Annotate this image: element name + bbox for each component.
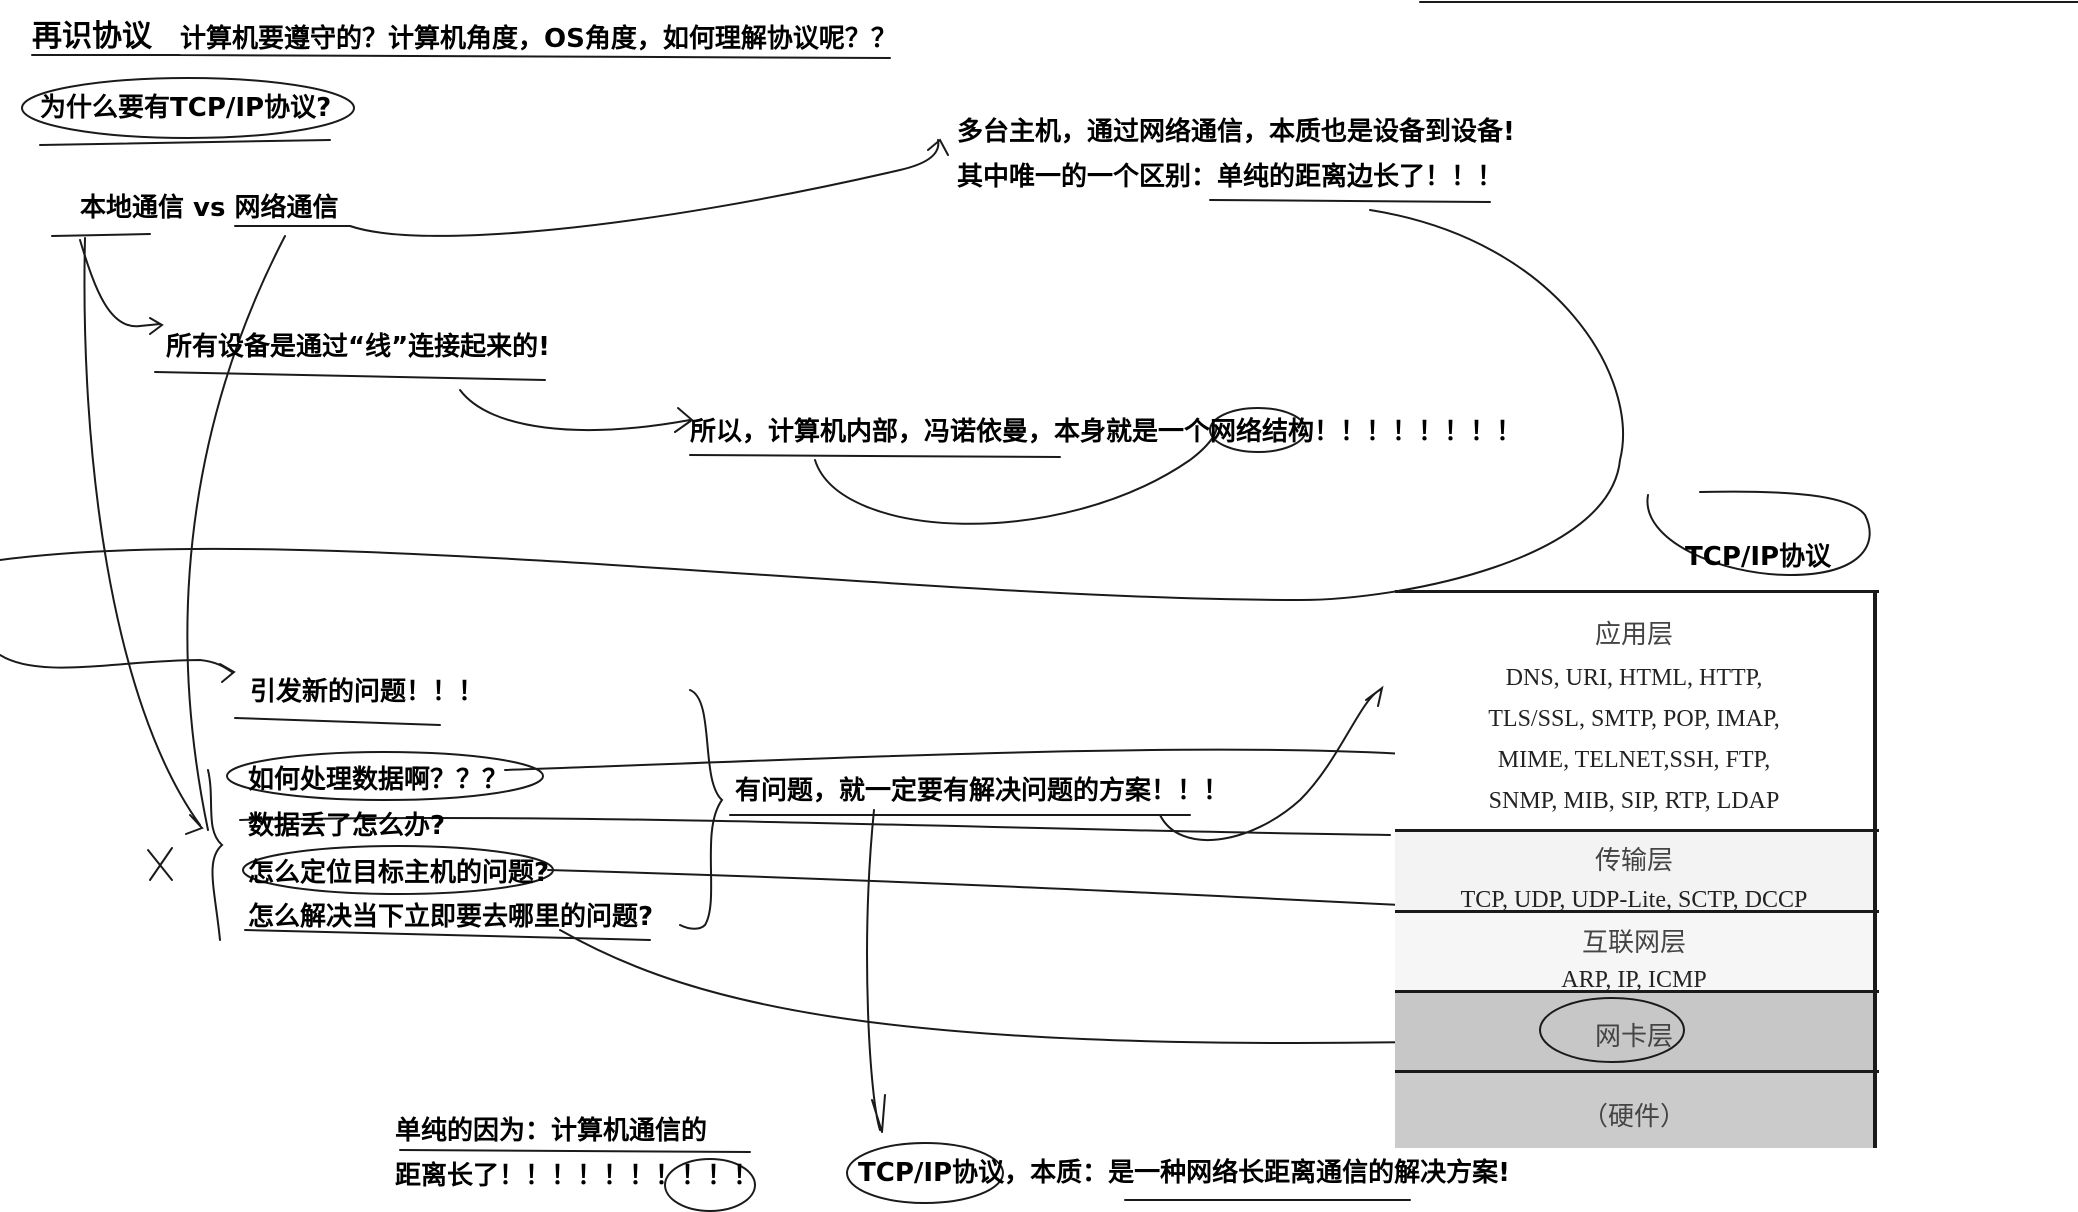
tcpip-layer-stack: 应用层 DNS, URI, HTML, HTTP, TLS/SSL, SMTP,…: [1395, 590, 1879, 1148]
why-question-circle: [21, 77, 355, 139]
application-protocols-3: MIME, TELNET,SSH, FTP,: [1497, 747, 1771, 773]
left-vertical-1: [83, 237, 204, 835]
von-neumann-note: 所以，计算机内部，冯诺依曼，本身就是一个网络结构！！！！！！！！: [690, 417, 1523, 447]
compare-heading: 本地通信 vs 网络通信: [80, 193, 339, 223]
reason-line-2: 距离长了！！！！！！！！！！: [395, 1161, 760, 1191]
page-title: 再识协议: [32, 19, 152, 54]
reason-underline: [399, 1149, 751, 1153]
internet-layer: 互联网层 ARP, IP, ICMP: [1395, 912, 1873, 993]
essence-note: TCP/IP协议，本质：是一种网络长距离通信的解决方案!: [858, 1158, 1510, 1188]
vn-loop: [814, 424, 1218, 525]
why-underline: [39, 139, 331, 146]
new-problems-underline: [234, 717, 441, 726]
solution-to-app-arrow: [1159, 685, 1384, 842]
question-2: 数据丢了怎么办?: [248, 811, 446, 841]
left-vertical-2: [186, 235, 286, 831]
stack-top-border: [1395, 590, 1879, 593]
vn-arrow: [459, 389, 694, 433]
question-3: 怎么定位目标主机的问题?: [248, 858, 550, 888]
nic-layer-circle: [1539, 997, 1685, 1063]
why-question: 为什么要有TCP/IP协议?: [40, 93, 332, 123]
wired-note: 所有设备是通过“线”连接起来的!: [166, 332, 551, 362]
internet-protocols: ARP, IP, ICMP: [1561, 967, 1707, 993]
stack-right-border: [1873, 590, 1877, 1148]
q4-arrow: [559, 929, 1422, 1053]
application-protocols-2: TLS/SSL, SMTP, POP, IMAP,: [1488, 706, 1780, 732]
essence-circle: [846, 1142, 1004, 1204]
solution-note: 有问题，就一定要有解决问题的方案！！！: [735, 776, 1230, 806]
transport-layer: 传输层 TCP, UDP, UDP-Lite, SCTP, DCCP: [1395, 830, 1873, 913]
reason-circle-small: [664, 1158, 756, 1212]
application-protocols-4: SNMP, MIB, SIP, RTP, LDAP: [1488, 788, 1780, 814]
stack-divider-3: [1395, 990, 1879, 993]
application-layer: 应用层 DNS, URI, HTML, HTTP, TLS/SSL, SMTP,…: [1395, 590, 1873, 830]
nic-layer-name: 网卡层: [1594, 1022, 1673, 1051]
stack-title: TCP/IP协议: [1685, 542, 1832, 572]
long-loop: [0, 209, 1624, 683]
compare-underline: [51, 225, 351, 237]
reason-line-1: 单纯的因为：计算机通信的: [395, 1116, 708, 1146]
wired-underline: [154, 371, 546, 381]
nic-layer: 网卡层: [1395, 992, 1873, 1070]
multi-host-underline: [1209, 199, 1491, 203]
new-problems-note: 引发新的问题！！！: [250, 677, 485, 707]
internet-layer-name: 互联网层: [1581, 928, 1686, 957]
solution-down-arrow: [866, 809, 886, 1133]
q1-circle: [226, 751, 544, 801]
q3-arrow: [547, 869, 1401, 906]
transport-layer-name: 传输层: [1594, 846, 1673, 875]
network-structure-circle: [1209, 407, 1307, 453]
transport-protocols: TCP, UDP, UDP-Lite, SCTP, DCCP: [1460, 887, 1808, 913]
hardware-layer: （硬件）: [1395, 1072, 1873, 1148]
q2-arrow: [239, 816, 1391, 836]
vn-underline: [689, 454, 1061, 458]
application-protocols-1: DNS, URI, HTML, HTTP,: [1505, 665, 1763, 691]
only-diff-note: 其中唯一的一个区别：单纯的距离边长了！！！: [957, 162, 1504, 192]
hardware-layer-name: （硬件）: [1581, 1102, 1686, 1131]
title-question: 计算机要遵守的？计算机角度，OS角度，如何理解协议呢？？: [180, 24, 897, 54]
stack-divider-4: [1395, 1070, 1879, 1073]
multi-host-note: 多台主机，通过网络通信，本质也是设备到设备!: [957, 117, 1515, 147]
x-mark: [147, 847, 173, 881]
question-4: 怎么解决当下立即要去哪里的问题?: [248, 902, 654, 932]
right-brace: [679, 689, 724, 930]
title-underline: [31, 54, 891, 59]
arrow-to-multi-host: [349, 138, 949, 237]
tcpip-title-circle: [1646, 490, 1871, 577]
question-1: 如何处理数据啊？？？: [248, 765, 509, 795]
stack-divider-1: [1395, 829, 1879, 832]
application-layer-name: 应用层: [1594, 620, 1673, 649]
stack-divider-2: [1395, 910, 1879, 913]
q4-underline: [244, 929, 651, 941]
q1-arrow: [504, 744, 1422, 771]
wired-arrow: [79, 239, 164, 335]
brace-left: [207, 769, 224, 941]
